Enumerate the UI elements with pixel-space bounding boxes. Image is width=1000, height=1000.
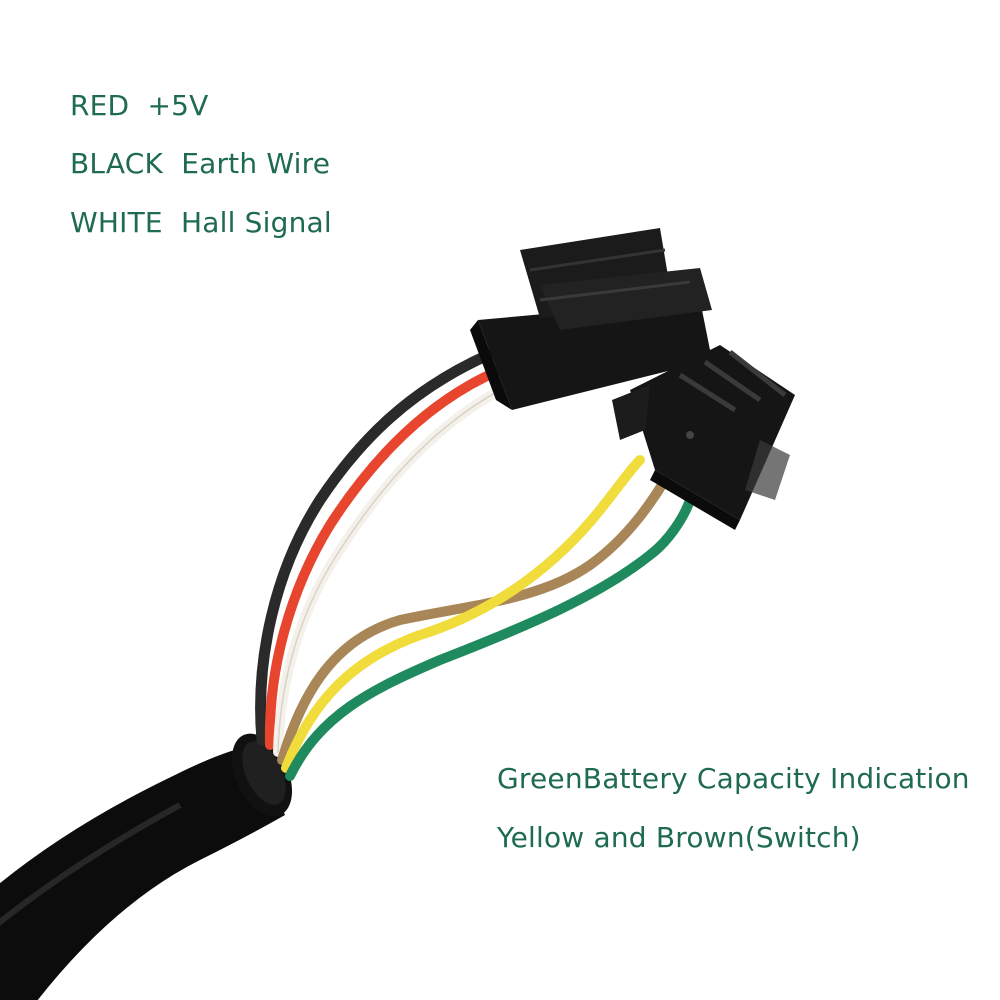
black-wire (255, 349, 494, 746)
brown-wire (277, 475, 670, 765)
label-black-earth-wire: BLACK Earth Wire (70, 147, 331, 180)
connector-upper (470, 228, 712, 410)
cable-sheath (0, 733, 293, 1000)
connector-lower (612, 345, 795, 530)
green-wire (285, 495, 695, 781)
yellow-wire (281, 455, 645, 773)
wire-group-left (255, 349, 515, 757)
wire-group-right (277, 455, 695, 781)
label-green-battery-capacity: GreenBattery Capacity Indication (497, 762, 970, 795)
red-wire (264, 365, 505, 750)
label-red-5v: RED +5V (70, 89, 209, 122)
label-yellow-brown-switch: Yellow and Brown(Switch) (497, 821, 861, 854)
label-white-hall-signal: WHITE Hall Signal (70, 206, 332, 239)
